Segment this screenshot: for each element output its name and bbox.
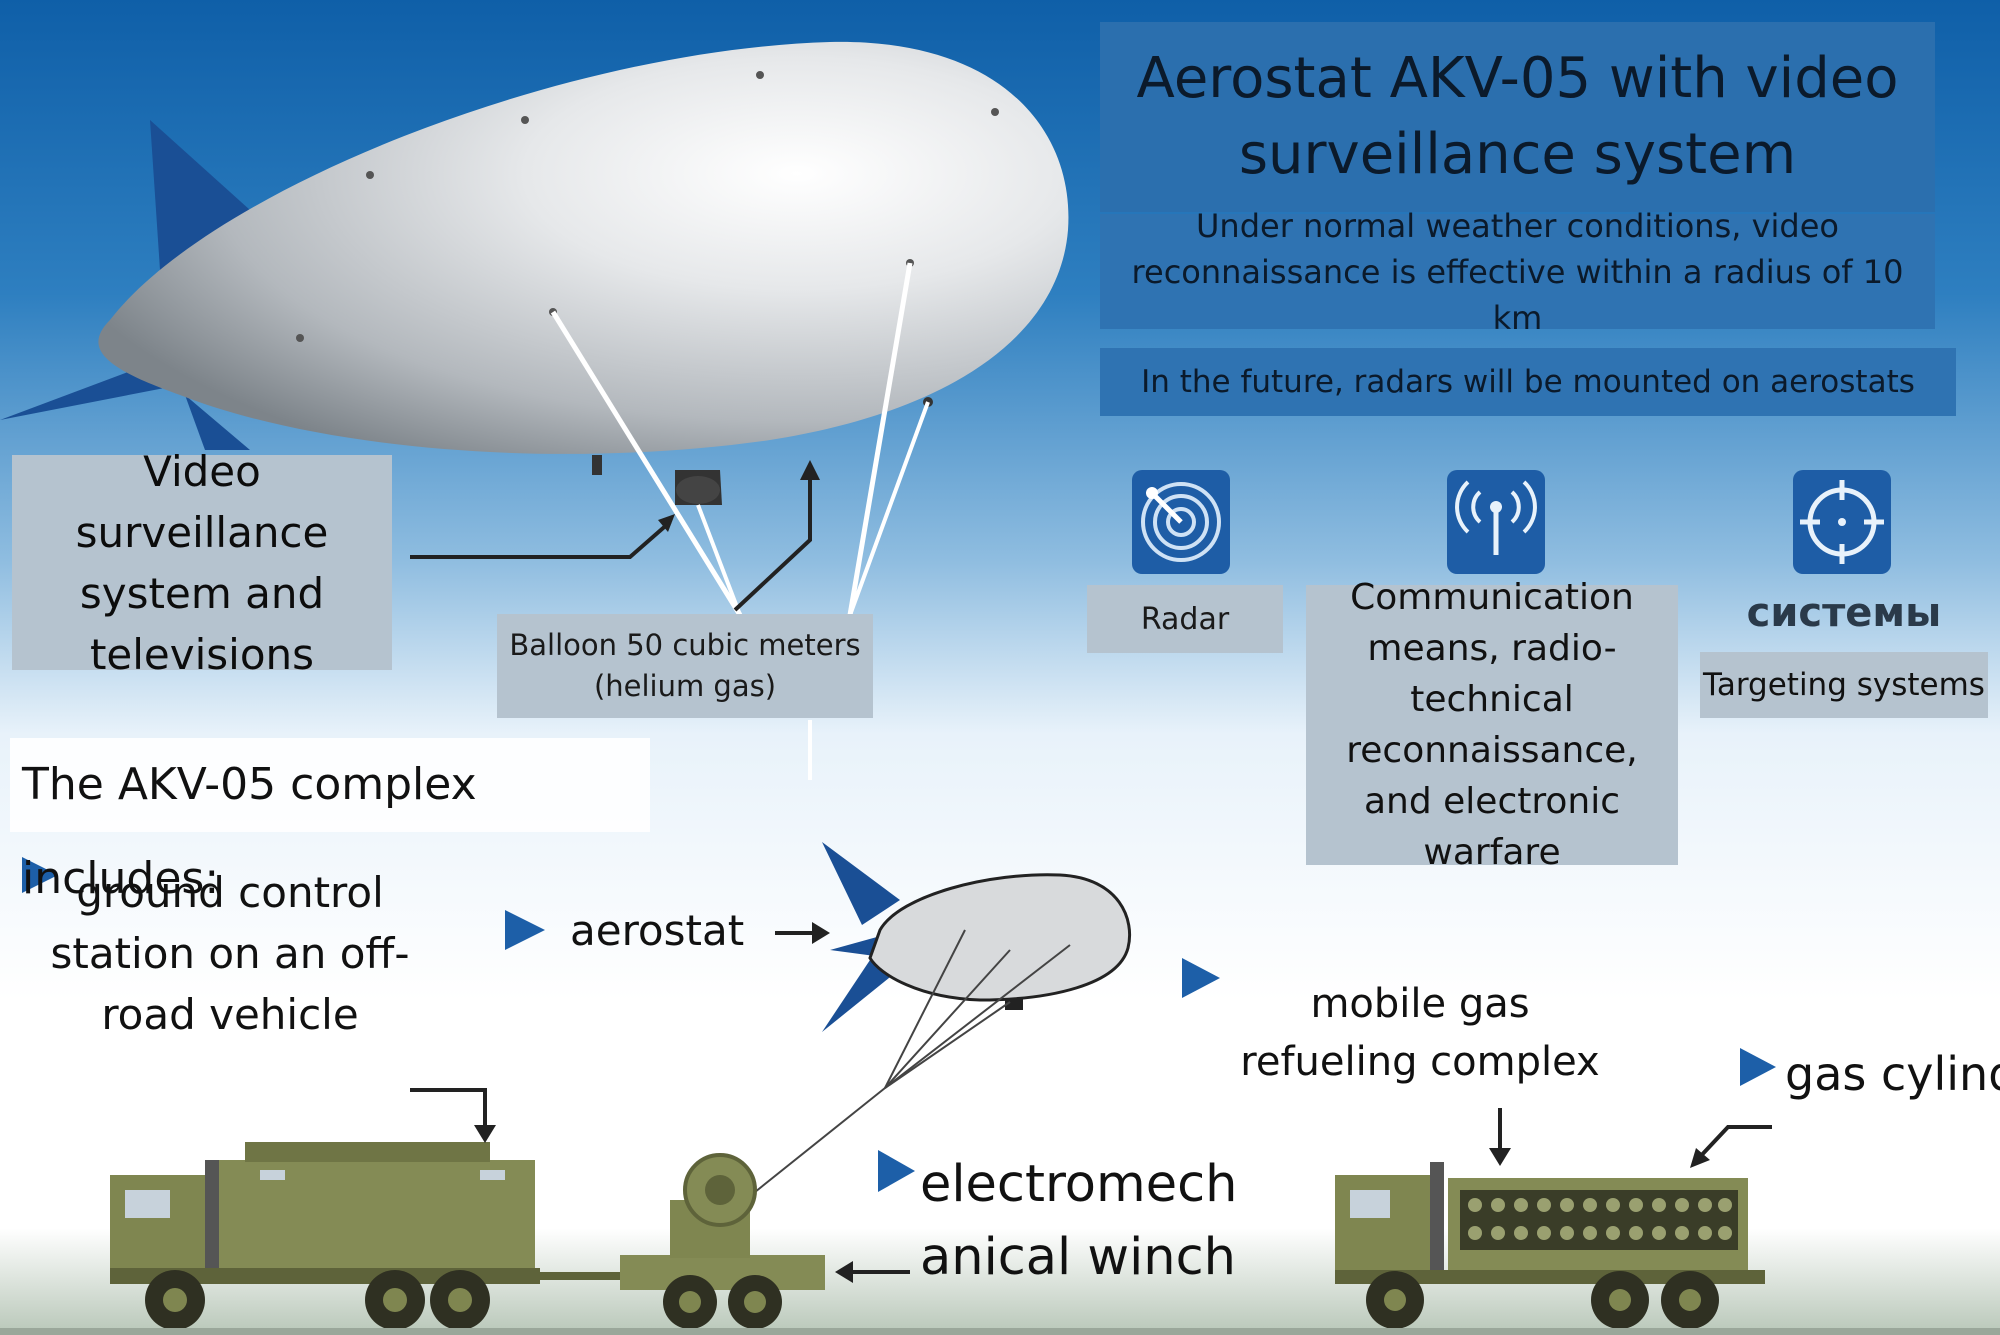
video-surveillance-label: Video surveillance system and television…	[12, 447, 392, 679]
weather-note: Under normal weather conditions, video r…	[1100, 207, 1935, 337]
systems-caption: системы	[1746, 590, 1942, 636]
crosshair-icon	[1793, 470, 1891, 574]
page-title: Aerostat AKV-05 with video surveillance …	[1100, 22, 1935, 212]
complex-item-gas-refueling: mobile gas refueling complex	[1240, 981, 1600, 1085]
aerostat-small-illustration	[744, 842, 1132, 1201]
complex-item-gas-cylinders: gas cylinders	[1785, 1047, 2000, 1101]
balloon-label: Balloon 50 cubic meters (helium gas)	[497, 614, 873, 718]
bullet-cylinders-icon	[1740, 1048, 1776, 1086]
bullet-winch-icon	[878, 1150, 915, 1192]
ground-control-vehicle-illustration	[110, 1088, 910, 1330]
targeting-systems-label: Targeting systems	[1700, 652, 1988, 718]
bullet-aerostat-icon	[505, 910, 545, 950]
complex-item-aerostat: aerostat	[570, 906, 745, 955]
gas-refueling-vehicle-illustration	[1335, 1108, 1772, 1329]
communication-label: Communication means, radio-technical rec…	[1306, 577, 1678, 873]
antenna-icon	[1447, 470, 1545, 574]
radar-label: Radar	[1087, 585, 1283, 653]
complex-item-winch: electromech anical winch	[920, 1155, 1238, 1287]
future-radar-note: In the future, radars will be mounted on…	[1100, 348, 1956, 416]
complex-heading: The AKV-05 complex includes:	[10, 738, 650, 904]
aerostat-large-illustration	[0, 41, 1069, 780]
radar-icon	[1132, 470, 1230, 574]
complex-item-ground-control: ground control station on an off-road ve…	[50, 868, 410, 1039]
bullet-ground-icon	[22, 857, 58, 893]
bullet-gas-complex-icon	[1182, 958, 1220, 998]
